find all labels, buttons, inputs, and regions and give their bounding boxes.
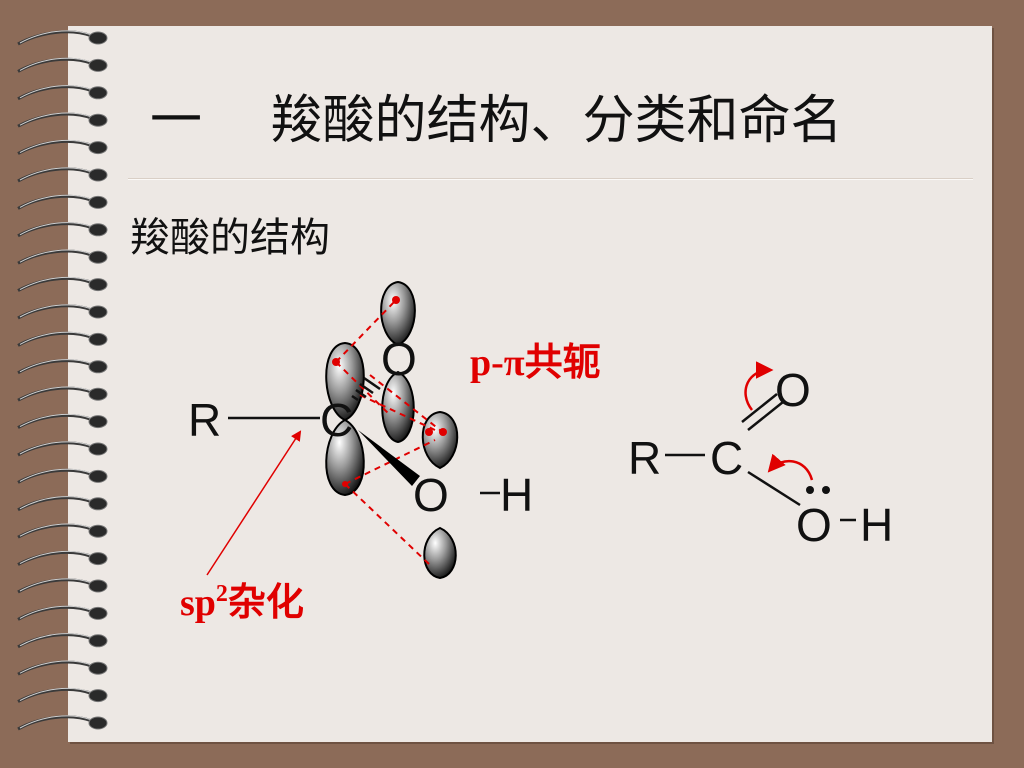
spiral-wire-highlight	[19, 222, 93, 236]
atom-O-carbonyl-right: O	[775, 364, 811, 416]
carbon-p-lobe-bottom	[325, 418, 365, 497]
binding-hole	[88, 141, 108, 155]
title-divider	[128, 178, 973, 180]
binding-hole	[88, 579, 108, 593]
atom-O-hydroxyl-left: O	[413, 469, 449, 521]
page-title: 一 羧酸的结构、分类和命名	[150, 91, 843, 151]
atom-C-right: C	[710, 432, 743, 484]
spiral-wire-highlight	[19, 633, 93, 647]
p-pi-conjugation-label: p-π共轭	[470, 342, 601, 384]
binding-hole	[88, 497, 108, 511]
sp2-hybridization-label: sp2杂化	[180, 581, 304, 624]
hydroxyl-p-lobe-bottom	[423, 526, 457, 580]
atom-R-right: R	[628, 432, 661, 484]
spiral-wire-highlight	[19, 359, 93, 373]
spiral-binding	[17, 30, 108, 731]
right-structure-bonds	[665, 393, 856, 522]
atom-R-left: R	[188, 394, 221, 446]
slide-paper	[68, 26, 992, 742]
binding-hole	[88, 606, 108, 620]
binding-hole	[88, 716, 108, 730]
binding-hole	[88, 552, 108, 566]
spiral-wire-highlight	[19, 578, 93, 592]
hydroxyl-p-lobe-top	[421, 410, 459, 470]
atom-O-carbonyl-left: O	[381, 333, 417, 385]
binding-hole	[88, 332, 108, 346]
binding-hole	[88, 634, 108, 648]
right-structure-atoms: R C O O H	[628, 364, 893, 551]
oxygen-p-lobe-bottom	[381, 370, 415, 444]
curved-arrow-lone-pair	[767, 453, 814, 481]
binding-hole	[88, 195, 108, 209]
spiral-wire-highlight	[19, 386, 93, 400]
spiral-wire-highlight	[19, 57, 93, 71]
spiral-wire-highlight	[19, 30, 93, 44]
left-structure-bonds	[228, 416, 500, 495]
spiral-wire-highlight	[19, 605, 93, 619]
spiral-wire-highlight	[19, 167, 93, 181]
binding-hole	[88, 250, 108, 264]
atom-O-hydroxyl-right: O	[796, 499, 832, 551]
spiral-wire-highlight	[19, 276, 93, 291]
spiral-wire-highlight	[19, 249, 93, 263]
curved-arrow-carbonyl	[744, 361, 774, 411]
spiral-wire-highlight	[19, 194, 93, 208]
spiral-wire-highlight	[19, 139, 93, 154]
binding-hole	[88, 661, 108, 675]
binding-hole	[88, 278, 108, 292]
atom-H-left: H	[500, 469, 533, 521]
binding-hole	[88, 305, 108, 319]
spiral-wire-highlight	[19, 660, 93, 674]
binding-hole	[88, 360, 108, 374]
spiral-wire-highlight	[19, 85, 93, 99]
binding-hole	[88, 168, 108, 182]
spiral-wire-highlight	[19, 468, 93, 482]
spiral-wire-highlight	[19, 304, 93, 318]
spiral-wire-highlight	[19, 687, 93, 702]
binding-hole	[88, 442, 108, 456]
binding-hole	[88, 387, 108, 401]
spiral-wire-highlight	[19, 550, 93, 565]
binding-hole	[88, 689, 108, 703]
binding-hole	[88, 469, 108, 483]
atom-C-left: C	[320, 394, 353, 446]
orbital-overlap-lines	[335, 299, 441, 566]
spiral-wire-highlight	[19, 496, 93, 510]
binding-hole	[88, 86, 108, 100]
spiral-wire-highlight	[19, 413, 93, 428]
binding-hole	[88, 31, 108, 45]
left-structure-atoms: R C O O H	[188, 333, 533, 521]
binding-hole	[88, 113, 108, 127]
spiral-wire-highlight	[19, 523, 93, 537]
hashed-wedge-bond	[351, 376, 381, 402]
solid-wedge-bond	[358, 430, 420, 486]
spiral-wire-highlight	[19, 441, 93, 455]
sp2-pointer-arrow	[206, 430, 302, 576]
binding-hole	[88, 223, 108, 237]
spiral-wire-highlight	[19, 112, 93, 126]
spiral-wire-highlight	[19, 715, 93, 729]
spiral-wire-highlight	[19, 331, 93, 345]
lone-pair-dots	[806, 486, 830, 494]
binding-hole	[88, 415, 108, 429]
atom-H-right: H	[860, 499, 893, 551]
binding-hole	[88, 524, 108, 538]
binding-hole	[88, 58, 108, 72]
section-heading: 羧酸的结构	[130, 215, 330, 261]
oxygen-p-lobe-top	[380, 280, 416, 347]
